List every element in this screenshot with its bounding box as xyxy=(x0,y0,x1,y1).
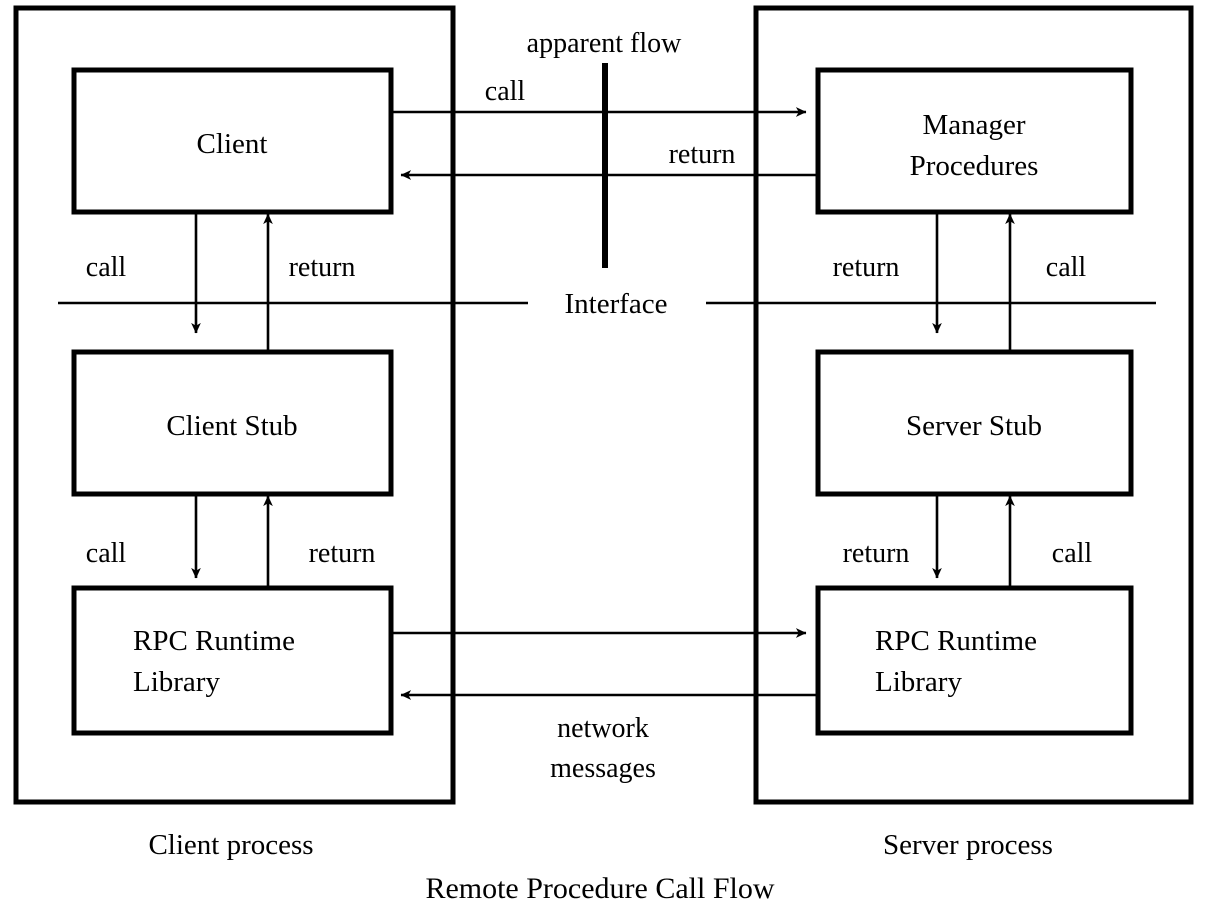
server-runtime-to-stub-call-label: call xyxy=(1052,538,1093,569)
apparent-return-label: return xyxy=(669,139,736,170)
diagram-caption: Remote Procedure Call Flow xyxy=(425,872,774,905)
server-stub-to-manager-call-label: call xyxy=(1046,252,1087,283)
client-stub-box xyxy=(71,349,394,497)
server-stub-to-runtime-return-label: return xyxy=(843,538,910,569)
server-rpc-runtime-label-line2: Library xyxy=(875,666,962,698)
network-messages-label-line1: network xyxy=(557,713,649,744)
client-process-container xyxy=(13,5,456,805)
client-stub-label: Client Stub xyxy=(166,410,297,442)
manager-procedures-label-line2: Procedures xyxy=(910,150,1039,182)
client-rpc-runtime-label-line2: Library xyxy=(133,666,220,698)
client-box xyxy=(71,67,394,215)
client-box-label: Client xyxy=(197,128,268,160)
server-rpc-runtime-box xyxy=(815,585,1134,736)
server-stub-box xyxy=(815,349,1134,497)
server-rpc-runtime-label-line1: RPC Runtime xyxy=(875,625,1037,657)
client-process-label: Client process xyxy=(148,829,313,861)
server-process-label: Server process xyxy=(883,829,1053,861)
manager-procedures-box xyxy=(815,67,1134,215)
manager-procedures-label-line1: Manager xyxy=(922,109,1025,141)
apparent-call-label: call xyxy=(485,76,526,107)
client-rpc-runtime-label-line1: RPC Runtime xyxy=(133,625,295,657)
stub-to-client-return-label: return xyxy=(289,252,356,283)
server-process-container xyxy=(753,5,1194,805)
runtime-to-stub-return-label: return xyxy=(309,538,376,569)
client-rpc-runtime-box xyxy=(71,585,394,736)
client-to-stub-call-label: call xyxy=(86,252,127,283)
network-messages-label-line2: messages xyxy=(550,753,656,784)
interface-label: Interface xyxy=(564,288,667,320)
apparent-flow-label: apparent flow xyxy=(527,28,682,59)
manager-to-server-stub-return-label: return xyxy=(833,252,900,283)
stub-to-runtime-call-label: call xyxy=(86,538,127,569)
server-stub-label: Server Stub xyxy=(906,410,1042,442)
